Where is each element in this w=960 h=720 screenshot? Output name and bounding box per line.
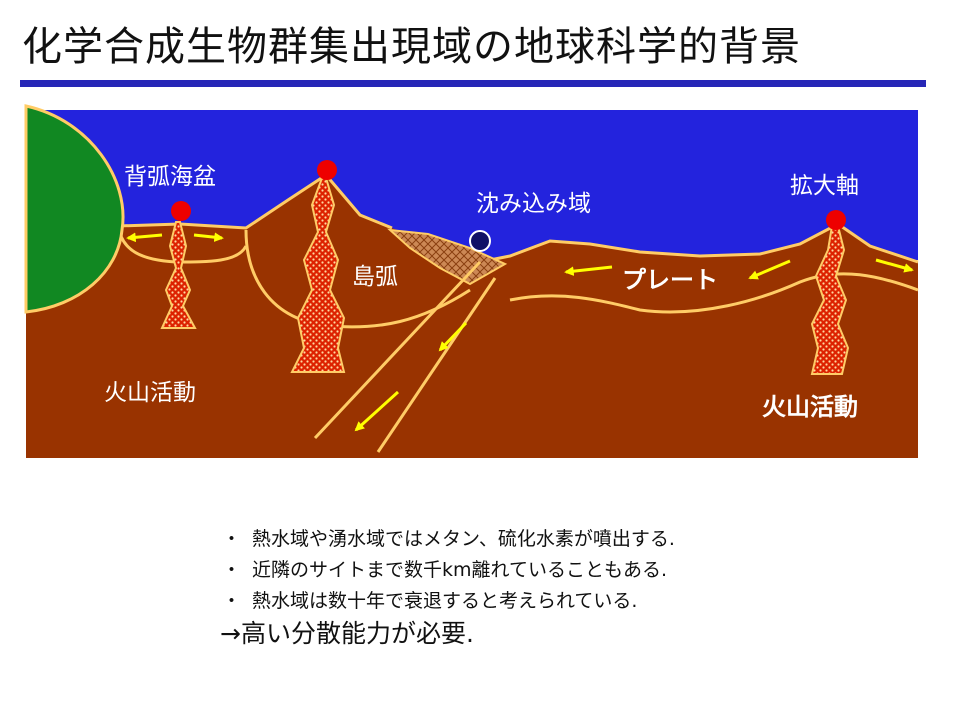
label-island-arc: 島弧: [352, 264, 398, 290]
vent-dot-arc: [317, 160, 337, 180]
label-backarc-basin: 背弧海盆: [124, 164, 216, 190]
arrow-slab-upper: [438, 321, 468, 352]
title-underline: [20, 80, 926, 87]
bullet: ・: [222, 559, 242, 581]
subducting-plate-upper: [376, 277, 497, 453]
continent: [24, 104, 125, 314]
magma-conduit-ridge: [810, 225, 850, 375]
magma-conduit-arc: [290, 177, 346, 373]
subducting-plate-lower: [313, 260, 482, 440]
label-plate: プレート: [622, 266, 718, 294]
bullet: ・: [222, 590, 242, 612]
vent-dot-ridge: [826, 210, 846, 230]
note-item: ・熱水域は数十年で衰退すると考えられている.: [222, 586, 675, 617]
plate-top-outline: [479, 222, 919, 264]
arrow-backarc-left: [126, 232, 163, 243]
crust-body: [26, 175, 918, 458]
label-volcanism-left: 火山活動: [104, 380, 196, 406]
page-title: 化学合成生物群集出現域の地球科学的背景: [22, 24, 801, 70]
accretionary-wedge: [387, 228, 508, 286]
arrow-slab-lower: [354, 390, 400, 432]
label-spreading-axis: 拡大軸: [790, 173, 859, 199]
notes-list: ・熱水域や湧水域ではメタン、硫化水素が噴出する. ・近隣のサイトまで数千km離れ…: [222, 524, 675, 617]
note-text: 近隣のサイトまで数千km離れていることもある.: [252, 559, 667, 581]
arrow-ridge-left: [748, 259, 791, 280]
note-item: ・熱水域や湧水域ではメタン、硫化水素が噴出する.: [222, 524, 675, 555]
note-item: ・近隣のサイトまで数千km離れていることもある.: [222, 555, 675, 586]
bullet: ・: [222, 528, 242, 550]
note-text: 熱水域は数十年で衰退すると考えられている.: [252, 590, 638, 612]
arrow-backarc-right: [193, 232, 224, 242]
label-volcanism-right: 火山活動: [762, 393, 858, 421]
arrow-ridge-right: [875, 258, 914, 273]
vent-dot-backarc: [171, 201, 191, 221]
oceanic-plate-base: [509, 272, 919, 314]
conclusion-text: →高い分散能力が必要.: [220, 619, 474, 648]
note-text: 熱水域や湧水域ではメタン、硫化水素が噴出する.: [252, 528, 675, 550]
cold-seep-icon: [469, 230, 491, 252]
magma-conduit-backarc: [160, 221, 197, 329]
label-subduction-zone: 沈み込み域: [476, 191, 591, 217]
arrow-plate-left: [564, 265, 613, 276]
